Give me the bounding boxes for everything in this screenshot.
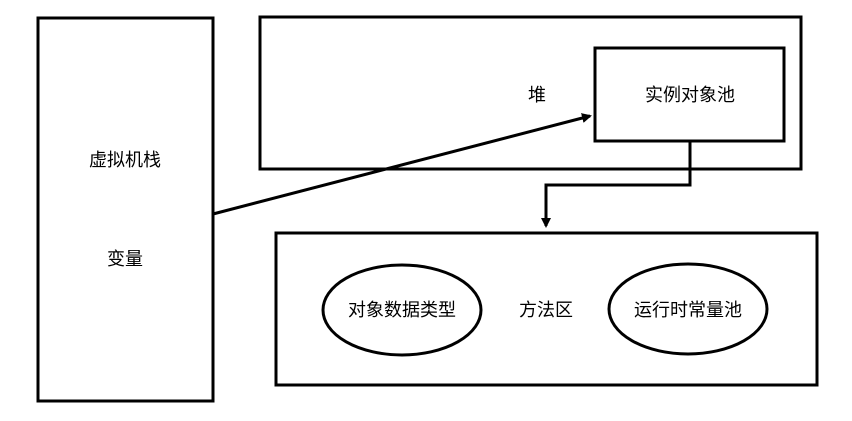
stack-variable-label: 变量 [107,249,143,270]
constant-pool-ellipse [607,262,769,356]
object-types-ellipse [321,263,483,357]
vm-stack-title: 虚拟机栈 [89,150,161,171]
instance-pool-to-method-area-arrow [541,141,692,228]
vm-stack-box [36,16,215,403]
constant-pool-label: 运行时常量池 [634,300,742,321]
instance-pool-box [593,46,786,143]
stack-to-instance-pool-arrow [212,113,592,216]
method-area-title: 方法区 [519,300,573,321]
instance-pool-label: 实例对象池 [645,85,735,106]
heap-title: 堆 [528,85,546,106]
object-types-label: 对象数据类型 [348,300,456,321]
